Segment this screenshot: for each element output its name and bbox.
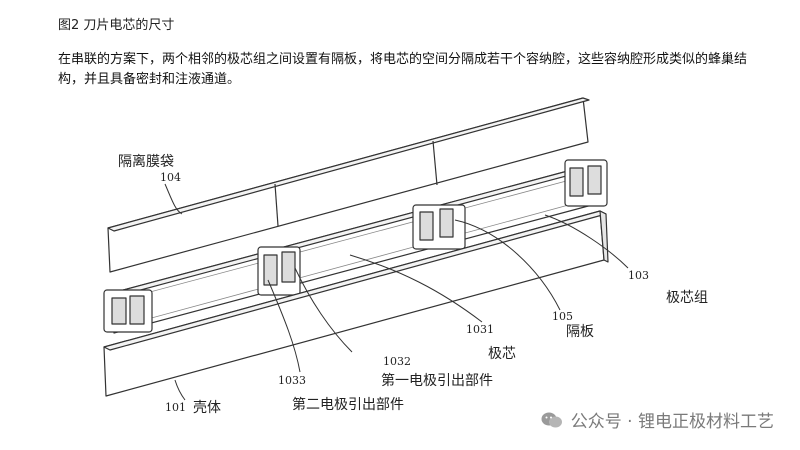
label-first-lead: 第一电极引出部件 xyxy=(381,372,493,389)
num-first-lead: 1032 xyxy=(383,355,411,368)
shell-housing xyxy=(103,210,609,397)
watermark-text: 公众号 · 锂电正极材料工艺 xyxy=(570,412,774,432)
label-shell: 壳体 xyxy=(193,399,221,416)
label-pole-group: 极芯组 xyxy=(666,290,708,306)
label-second-lead: 第二电极引出部件 xyxy=(292,396,404,413)
num-shell: 101 xyxy=(165,401,186,414)
watermark: 公众号 · 锂电正极材料工艺 xyxy=(541,407,774,432)
separator-bag xyxy=(107,97,590,273)
num-pole-group: 103 xyxy=(628,269,649,282)
num-partition: 105 xyxy=(552,310,573,323)
num-pole-core: 1031 xyxy=(466,323,494,336)
description-paragraph: 在串联的方案下，两个相邻的极芯组之间设置有隔板，将电芯的空间分隔成若干个容纳腔，… xyxy=(58,52,748,87)
label-partition: 隔板 xyxy=(566,324,594,340)
num-separator-bag: 104 xyxy=(160,171,181,184)
wechat-icon xyxy=(541,412,562,427)
figure-title: 图2 刀片电芯的尺寸 xyxy=(58,18,175,33)
label-separator-bag: 隔离膜袋 xyxy=(118,153,174,170)
label-pole-core: 极芯 xyxy=(488,346,516,362)
pole-core-group xyxy=(103,159,608,334)
num-second-lead: 1033 xyxy=(278,374,306,387)
